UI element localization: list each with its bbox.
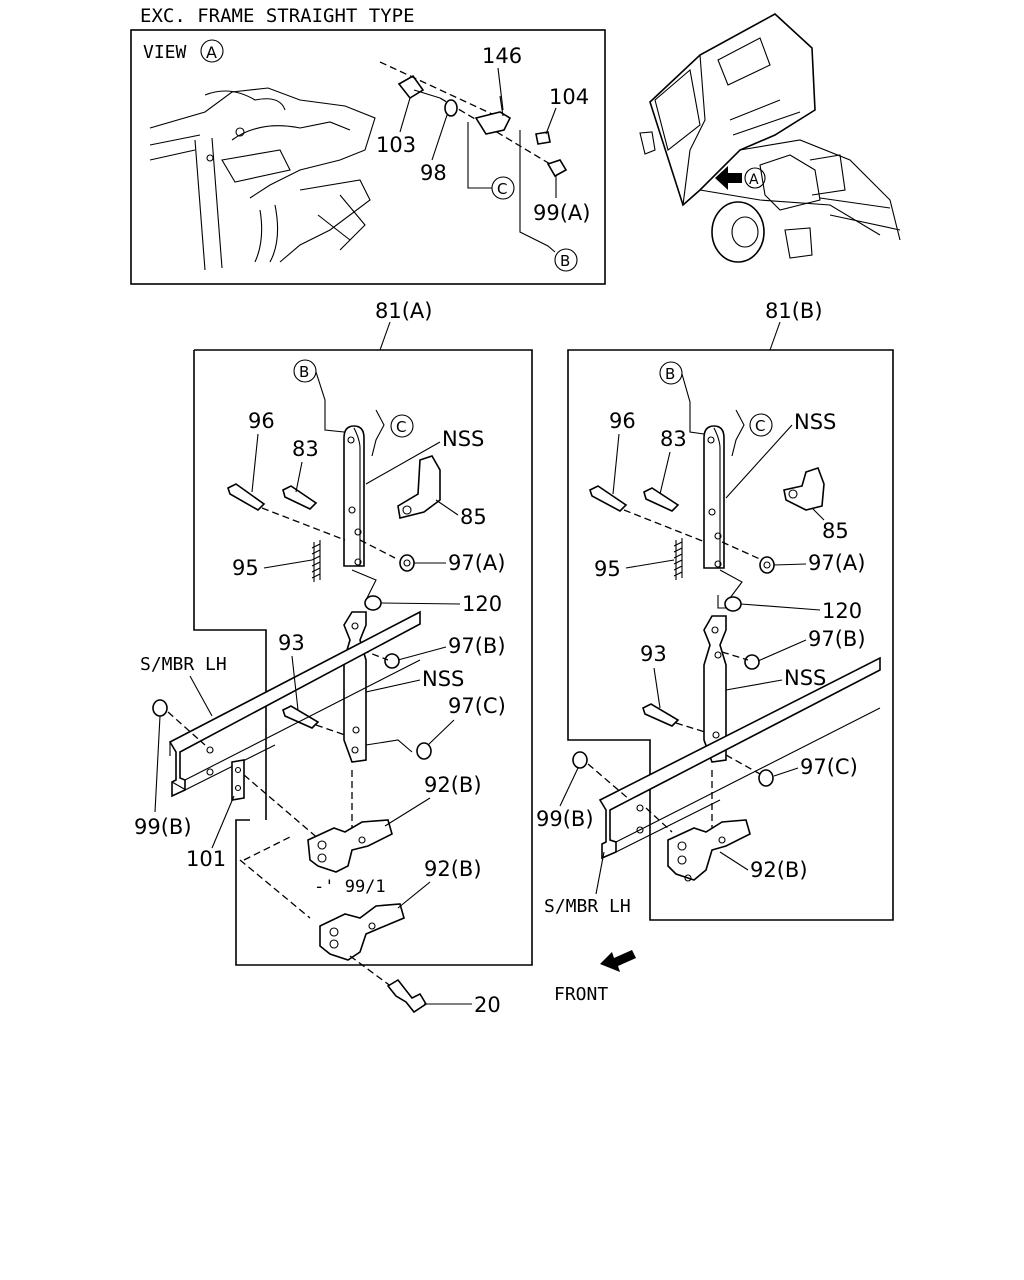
assembly-81b-part-92b (667, 819, 751, 881)
view-a-label-146: 146 (482, 44, 522, 68)
view-a-ref-c (491, 176, 515, 200)
truck-view-marker (744, 167, 766, 189)
assembly-81b-label-95: 95 (594, 557, 621, 581)
assembly-81a-label-nss-1: NSS (442, 427, 484, 451)
part-95-spring (311, 540, 321, 582)
assembly-81a-label-97a: 97(A) (448, 551, 505, 575)
assembly-81b-title: 81(B) (765, 299, 823, 323)
assembly-81b-lower-bracket (703, 615, 727, 763)
assembly-81a-label-83: 83 (292, 437, 319, 461)
assembly-81b-upper-bracket (703, 425, 725, 569)
view-direction-arrow (715, 166, 742, 190)
view-a-label-99a: 99(A) (533, 201, 590, 225)
assembly-81a-label-92b-2: 92(B) (424, 857, 482, 881)
assembly-81b-label-smbr: S/MBR LH (544, 896, 631, 917)
assembly-81b-label-nss-2: NSS (784, 666, 826, 690)
assembly-81a-label-85: 85 (460, 505, 487, 529)
assembly-81b-side-member (598, 656, 881, 860)
part-83 (282, 485, 318, 510)
assembly-81b-part-120 (724, 596, 742, 612)
diagram-title: EXC. FRAME STRAIGHT TYPE (140, 5, 415, 27)
assembly-81a-label-99b: 99(B) (134, 815, 192, 839)
part-97c (416, 742, 432, 760)
front-arrow-icon (600, 950, 636, 972)
assembly-81a: 81(A) B C (134, 299, 533, 1017)
assembly-81b-label-97c: 97(C) (800, 755, 858, 779)
assembly-81a-label-nss-2: NSS (422, 667, 464, 691)
assembly-81a-upper-bracket (343, 425, 365, 567)
assembly-81b-part-85 (783, 466, 825, 511)
assembly-81b-label-97a: 97(A) (808, 551, 865, 575)
assembly-81b-ref-b (659, 361, 683, 385)
assembly-81a-label-20: 20 (474, 993, 501, 1017)
part-96 (227, 483, 266, 511)
part-97b (384, 653, 400, 669)
view-a-circle-letter: A (206, 43, 217, 62)
assembly-81a-title: 81(A) (375, 299, 432, 323)
assembly-81a-label-smbr: S/MBR LH (140, 654, 227, 675)
view-a-title: VIEW (143, 42, 187, 63)
part-85 (397, 455, 441, 519)
assembly-81b-part-93 (642, 703, 680, 727)
assembly-81b-part-97c (758, 769, 774, 787)
assembly-81a-label-96: 96 (248, 409, 275, 433)
assembly-81a-part-92b-upper (307, 819, 393, 873)
assembly-81b-ref-b-letter: B (665, 365, 675, 383)
assembly-81b-part-97b (744, 654, 760, 670)
assembly-81b-label-nss-1: NSS (794, 410, 836, 434)
assembly-81a-label-120: 120 (462, 592, 502, 616)
assembly-81a-part-92b-lower (319, 903, 405, 961)
assembly-81b-ref-c (749, 413, 773, 437)
assembly-81b-label-97b: 97(B) (808, 627, 866, 651)
assembly-81b-label-120: 120 (822, 599, 862, 623)
view-a-panel: VIEW A 146 (130, 29, 606, 285)
part-97a (399, 554, 415, 572)
assembly-81a-label-95: 95 (232, 556, 259, 580)
assembly-81b-part-97a (759, 556, 775, 574)
truck-view-marker-letter: A (749, 172, 759, 188)
view-a-label-103: 103 (376, 133, 416, 157)
assembly-81a-label-97c: 97(C) (448, 694, 506, 718)
assembly-81b-part-99b (572, 751, 588, 769)
view-a-label-98: 98 (420, 161, 447, 185)
view-a-ref-b-letter: B (560, 252, 570, 270)
part-101 (231, 759, 245, 801)
assembly-81b-label-99b: 99(B) (536, 807, 594, 831)
view-a-parts (379, 61, 568, 178)
truck-wheel (711, 201, 765, 263)
assembly-81a-ref-c (390, 414, 414, 438)
assembly-81a-lower-bracket (343, 611, 367, 763)
assembly-81b-part-83 (643, 487, 680, 512)
assembly-81a-label-97b: 97(B) (448, 634, 506, 658)
part-20-bolt (386, 978, 428, 1014)
assembly-81b-part-95-spring (673, 538, 683, 580)
assembly-81a-label-101: 101 (186, 847, 226, 871)
assembly-81b-label-85: 85 (822, 519, 849, 543)
assembly-81a-part-99b (152, 699, 168, 717)
assembly-81a-label-99-1: -' 99/1 (314, 877, 386, 897)
view-a-label-104: 104 (549, 85, 589, 109)
view-a-engine-sketch (149, 87, 376, 271)
assembly-81b-label-92b: 92(B) (750, 858, 808, 882)
assembly-81b-label-83: 83 (660, 427, 687, 451)
assembly-81a-side-member (168, 610, 421, 798)
assembly-81a-label-92b-1: 92(B) (424, 773, 482, 797)
view-a-ref-c-letter: C (497, 180, 507, 198)
front-indicator: FRONT (554, 950, 636, 1005)
front-label: FRONT (554, 984, 608, 1005)
assembly-81b: 81(B) B C (536, 299, 894, 921)
assembly-81a-ref-b-letter: B (299, 363, 309, 381)
part-93 (282, 705, 320, 729)
assembly-81a-label-93: 93 (278, 631, 305, 655)
truck-illustration: A (639, 13, 901, 263)
assembly-81a-ref-c-letter: C (396, 418, 406, 436)
assembly-81b-label-93: 93 (640, 642, 667, 666)
view-a-ref-b (554, 248, 578, 272)
assembly-81b-ref-c-letter: C (755, 417, 765, 435)
assembly-81a-ref-b (293, 359, 317, 383)
assembly-81b-label-96: 96 (609, 409, 636, 433)
assembly-81b-part-96 (589, 485, 628, 512)
view-a-circle (200, 39, 224, 63)
